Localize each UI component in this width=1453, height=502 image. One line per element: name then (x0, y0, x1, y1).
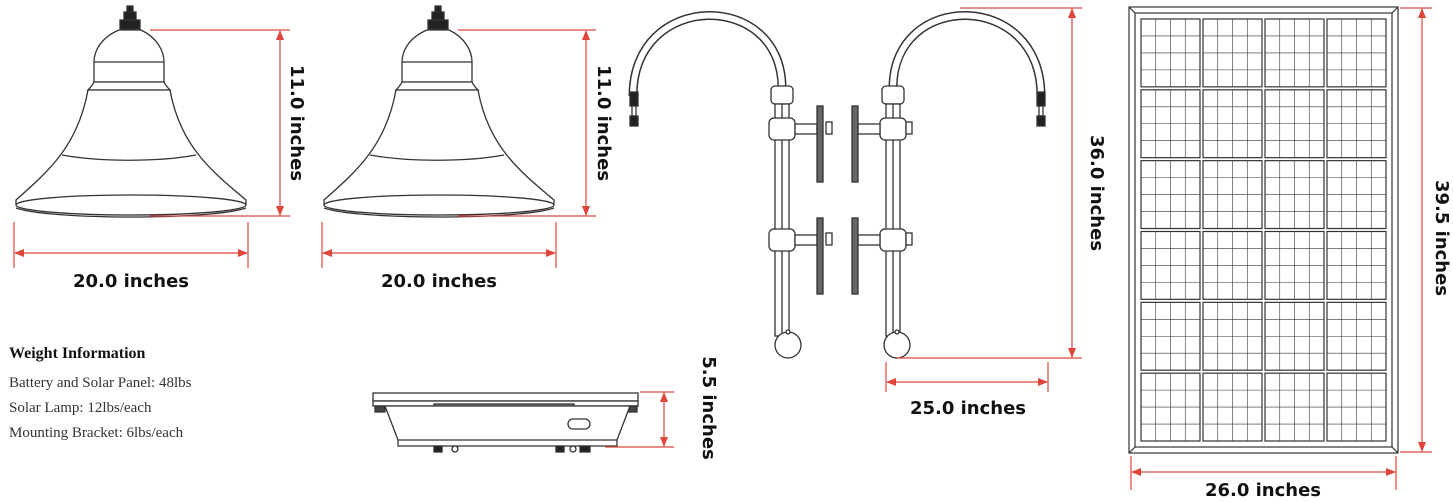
weight-information: Weight Information Battery and Solar Pan… (9, 345, 309, 446)
bracket-width-label: 25.0 inches (910, 398, 1026, 419)
panel-height-label: 39.5 inches (1431, 180, 1452, 296)
bracket-height-label: 36.0 inches (1086, 135, 1107, 251)
lamp2-height-label: 11.0 inches (593, 65, 614, 181)
solar-lamp-2 (323, 5, 555, 218)
mounting-bracket-2 (851, 11, 1046, 359)
dimension-lines (13, 7, 1432, 490)
lamp1-width-label: 20.0 inches (73, 271, 189, 292)
weight-line-battery-panel: Battery and Solar Panel: 48lbs (9, 375, 192, 391)
lamp2-width-label: 20.0 inches (381, 271, 497, 292)
panel-width-label: 26.0 inches (1205, 480, 1321, 501)
solar-panel (1128, 6, 1399, 454)
battery-box (372, 392, 639, 453)
weight-line-mounting-bracket: Mounting Bracket: 6lbs/each (9, 425, 184, 441)
weight-title: Weight Information (9, 345, 146, 362)
mounting-bracket-1 (628, 11, 833, 359)
lamp1-height-label: 11.0 inches (286, 65, 307, 181)
solar-lamp-1 (15, 5, 247, 218)
battery-height-label: 5.5 inches (698, 356, 719, 460)
weight-line-solar-lamp: Solar Lamp: 12lbs/each (9, 400, 152, 416)
